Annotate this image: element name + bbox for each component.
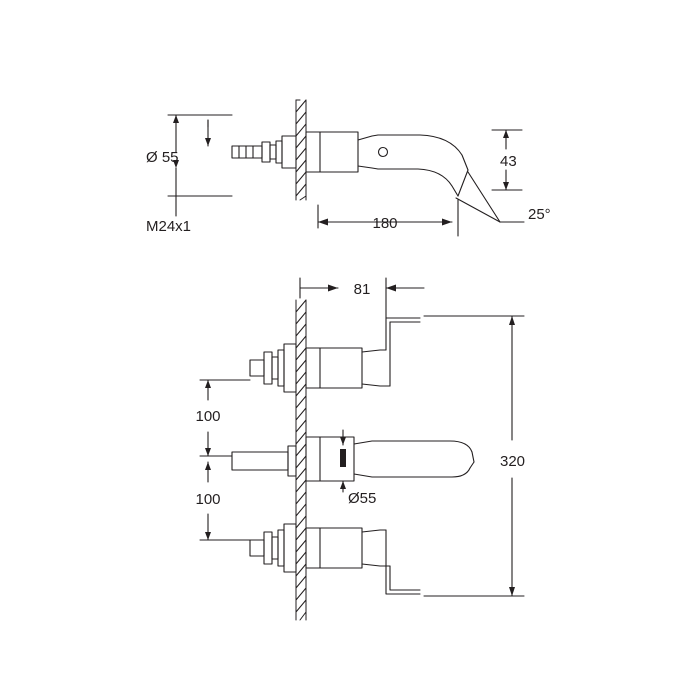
dim-180 xyxy=(317,199,459,237)
spout-top xyxy=(377,134,469,197)
dim-diameter-55-bottom xyxy=(340,429,346,493)
center-spout-bottom xyxy=(231,436,475,482)
label-100-lower: 100 xyxy=(195,491,220,508)
label-43: 43 xyxy=(500,153,517,170)
upper-handle-bottom xyxy=(249,317,421,393)
label-diameter-55-bottom: Ø55 xyxy=(348,490,376,507)
dim-100-lower xyxy=(199,461,251,541)
label-320: 320 xyxy=(500,453,525,470)
mixer-body-top xyxy=(305,131,379,173)
dim-100-upper xyxy=(199,379,251,457)
lower-handle-bottom xyxy=(249,523,421,595)
label-81: 81 xyxy=(354,281,371,298)
dim-320 xyxy=(423,315,525,597)
dim-81 xyxy=(299,277,425,319)
label-180: 180 xyxy=(372,215,397,232)
handle-stem-top xyxy=(231,135,297,169)
wall-hatch-bottom xyxy=(295,299,307,621)
dim-43 xyxy=(491,129,523,191)
label-25-degree: 25° xyxy=(528,206,551,223)
dim-25-degree xyxy=(455,171,525,223)
wall-hatch-top xyxy=(295,99,307,201)
label-100-upper: 100 xyxy=(195,408,220,425)
dim-diameter-55-top xyxy=(167,114,233,197)
label-diameter-55-top: Ø 55 xyxy=(146,149,179,166)
label-m24x1: M24x1 xyxy=(146,218,191,235)
dim-tick-handle-top xyxy=(205,119,211,147)
